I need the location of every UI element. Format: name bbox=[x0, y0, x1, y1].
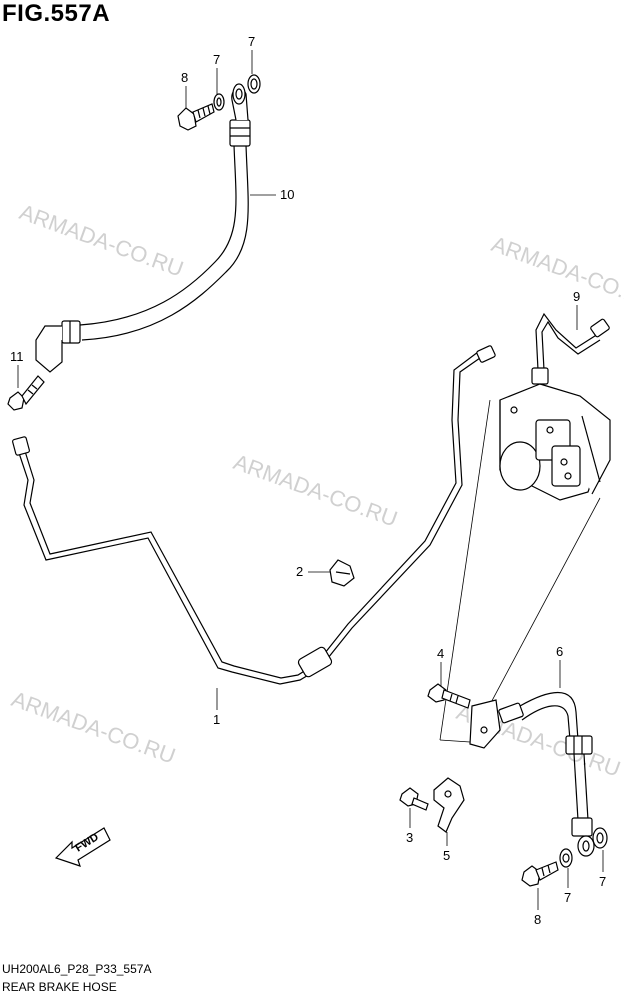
callout-6: 6 bbox=[556, 644, 563, 659]
callout-8-bottom: 8 bbox=[534, 912, 541, 927]
part-4-bolt bbox=[427, 683, 471, 709]
part-6-brake-hose bbox=[469, 691, 595, 857]
part-10-brake-hose bbox=[35, 83, 251, 373]
callout-3: 3 bbox=[406, 830, 413, 845]
callout-9: 9 bbox=[573, 289, 580, 304]
callout-leaders bbox=[17, 50, 604, 910]
part-7-washers-bottom bbox=[559, 827, 608, 868]
callouts: 8 7 7 10 11 9 2 1 4 6 3 5 7 7 8 bbox=[10, 34, 606, 927]
callout-2: 2 bbox=[296, 564, 303, 579]
part-3-bolt bbox=[399, 787, 429, 811]
part-5-bracket bbox=[433, 777, 465, 833]
callout-7-bottom-left: 7 bbox=[564, 890, 571, 905]
callout-4: 4 bbox=[437, 646, 444, 661]
callout-10: 10 bbox=[280, 187, 294, 202]
fwd-arrow: FWD bbox=[54, 827, 111, 867]
callout-7-top-right: 7 bbox=[248, 34, 255, 49]
watermark-1: ARMADA-CO.RU bbox=[16, 199, 187, 281]
part-11-bolt bbox=[7, 375, 45, 411]
figure-name: REAR BRAKE HOSE bbox=[2, 980, 117, 994]
callout-1: 1 bbox=[213, 712, 220, 727]
figure-title: FIG.557A bbox=[2, 0, 111, 27]
part-2-clamp bbox=[329, 559, 355, 587]
callout-7-top-left: 7 bbox=[213, 52, 220, 67]
part-9-brake-pipe bbox=[531, 312, 610, 385]
part-8-banjo-bolt-top bbox=[177, 103, 215, 131]
watermarks: ARMADA-CO.RU ARMADA-CO.RU ARMADA-CO.RU A… bbox=[8, 199, 624, 781]
figure-code: UH200AL6_P28_P33_557A bbox=[2, 962, 152, 976]
watermark-2: ARMADA-CO.RU bbox=[488, 231, 624, 313]
callout-7-bottom-right: 7 bbox=[599, 874, 606, 889]
watermark-3: ARMADA-CO.RU bbox=[230, 449, 401, 531]
part-7-washers-top bbox=[213, 74, 261, 111]
part-8-banjo-bolt-bottom bbox=[521, 861, 559, 887]
callout-11: 11 bbox=[10, 349, 24, 364]
callout-8-top: 8 bbox=[181, 70, 188, 85]
callout-5: 5 bbox=[443, 848, 450, 863]
watermark-4: ARMADA-CO.RU bbox=[8, 686, 179, 768]
part-1-brake-pipe bbox=[12, 345, 496, 685]
abs-unit bbox=[499, 383, 611, 501]
